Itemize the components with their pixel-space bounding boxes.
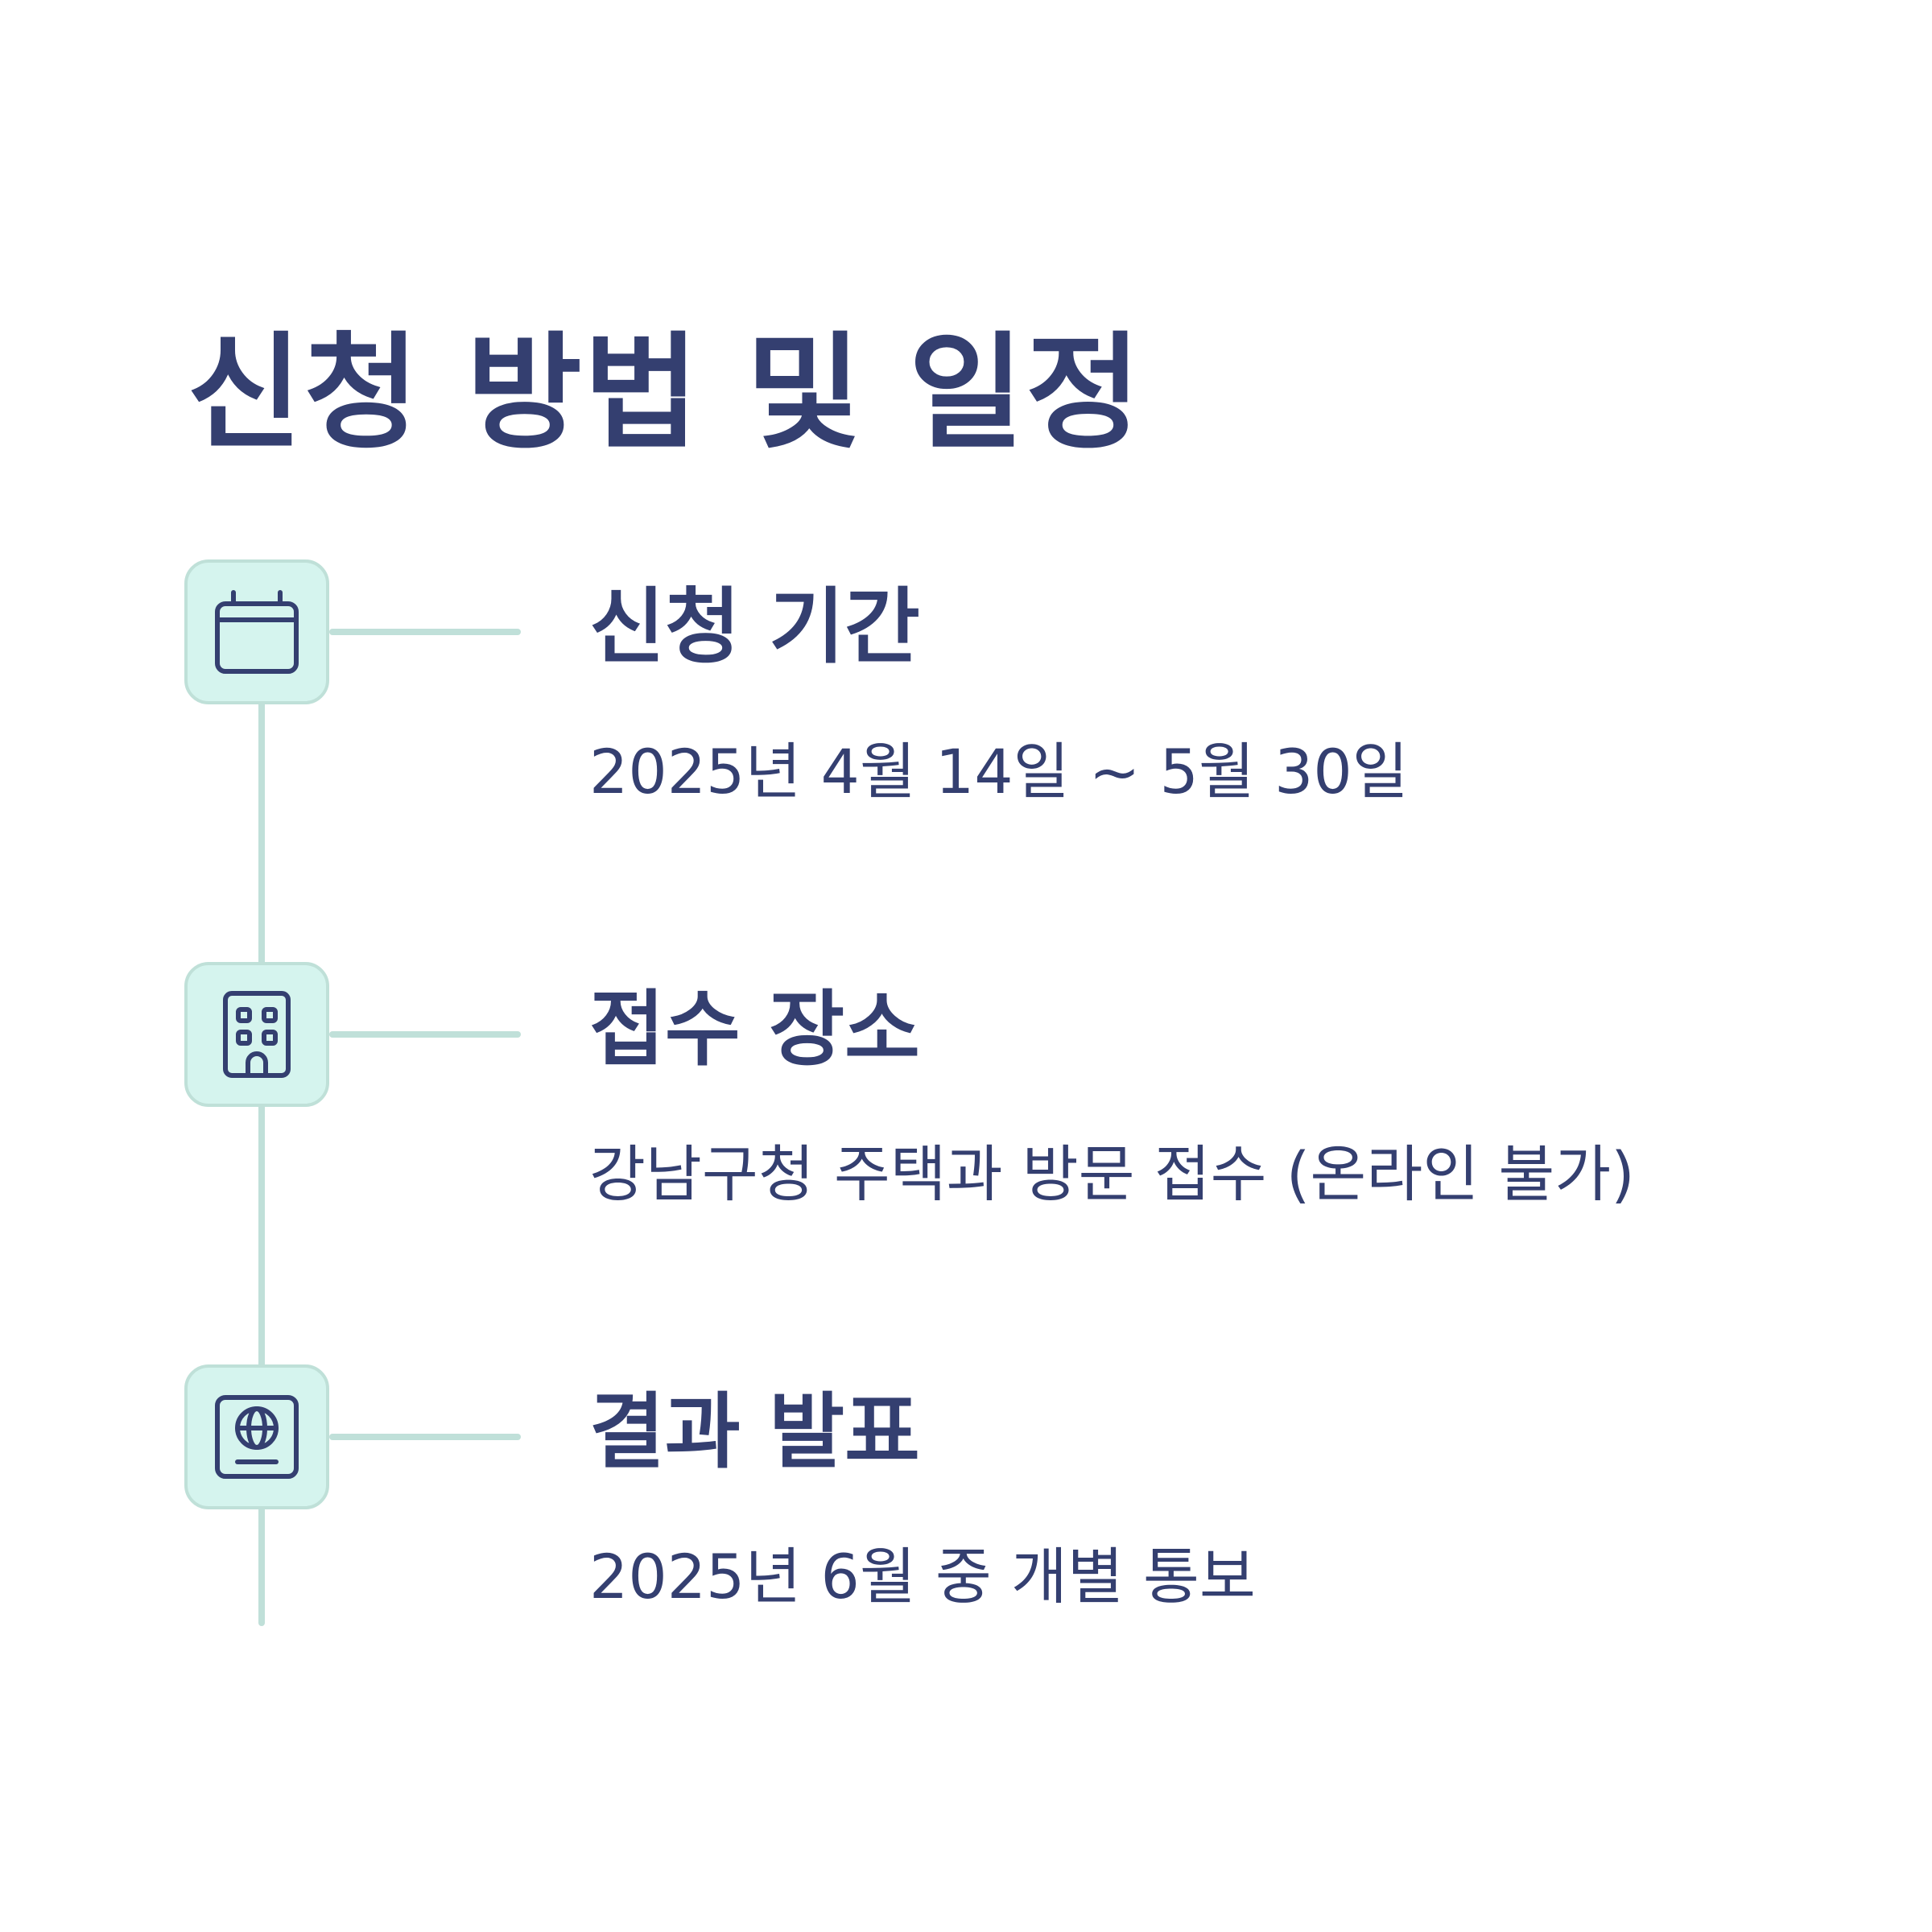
page-title: 신청 방법 및 일정 xyxy=(187,320,1143,466)
step-connector xyxy=(329,1434,521,1440)
step-icon-box xyxy=(184,559,329,704)
step-connector xyxy=(329,1031,521,1038)
timeline-step-reception-place: 접수 장소 강남구청 주택과 방문 접수 (온라인 불가) xyxy=(0,962,1932,1252)
step-icon-box xyxy=(184,1364,329,1509)
step-icon-box xyxy=(184,962,329,1107)
step-description: 2025년 4월 14일 ~ 5월 30일 xyxy=(589,736,1409,807)
step-title: 접수 장소 xyxy=(589,982,920,1078)
building-icon xyxy=(223,991,291,1078)
step-title: 신청 기간 xyxy=(589,580,920,675)
step-description: 강남구청 주택과 방문 접수 (온라인 불가) xyxy=(589,1138,1635,1210)
calendar-icon xyxy=(215,590,299,674)
timeline-step-result-announcement: 결과 발표 2025년 6월 중 개별 통보 xyxy=(0,1364,1932,1654)
step-description: 2025년 6월 중 개별 통보 xyxy=(589,1541,1256,1612)
timeline-step-application-period: 신청 기간 2025년 4월 14일 ~ 5월 30일 xyxy=(0,559,1932,849)
step-title: 결과 발표 xyxy=(589,1385,920,1480)
step-connector xyxy=(329,629,521,635)
passport-icon xyxy=(215,1395,299,1479)
